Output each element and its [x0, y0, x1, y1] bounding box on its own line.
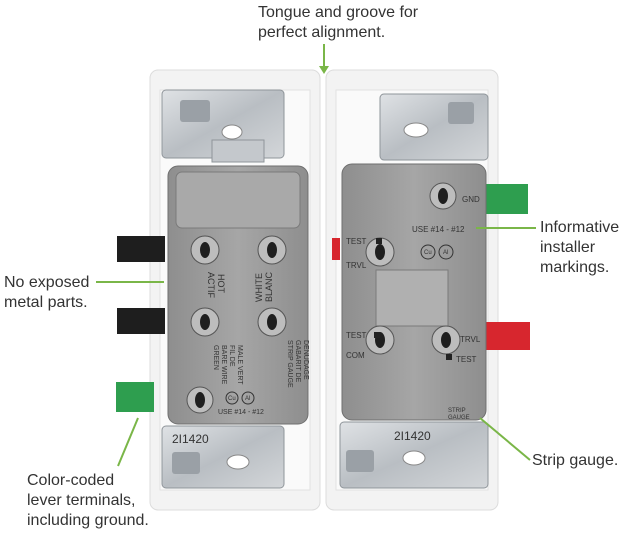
- right-use-mark: USE #14 - #12: [412, 225, 465, 234]
- right-device: GND USE #14 - #12 Cu Al TEST TRVL TEST C…: [325, 69, 530, 511]
- right-trvl-top: TRVL: [346, 261, 367, 270]
- right-gnd-label: GND: [462, 195, 480, 204]
- green-wire-label-3: FIL DE: [228, 345, 235, 367]
- left-cu-mark: Cu: [228, 396, 236, 402]
- color-coded-levers-callout: Color-coded lever terminals, including g…: [27, 471, 149, 531]
- callout-line: including ground.: [27, 512, 149, 529]
- right-test-right: TEST: [456, 355, 477, 364]
- callout-line: Tongue and groove for: [258, 4, 419, 21]
- callout-line: metal parts.: [4, 294, 88, 311]
- left-top-strap: [161, 89, 285, 163]
- color-leader: [117, 417, 139, 467]
- left-bottom-strap: 2I1420: [161, 425, 285, 489]
- right-cu-mark: Cu: [424, 250, 432, 256]
- right-al-mark: Al: [443, 250, 448, 256]
- right-bottom-strap: 2I1420: [339, 421, 489, 489]
- strip-gauge-label-2: GABARIT DE: [294, 340, 301, 383]
- strip-gauge-callout: Strip gauge.: [532, 451, 618, 471]
- black-lever-bottom: [117, 308, 165, 334]
- right-strip-label-1: STRIP: [448, 408, 466, 414]
- left-blanc-label: BLANC: [264, 271, 274, 302]
- right-com-label: COM: [346, 351, 365, 360]
- green-lever-left: [116, 382, 154, 412]
- green-wire-label-4: MALE VERT: [236, 345, 243, 385]
- left-al-mark: Al: [245, 396, 250, 402]
- red-lever-left-edge: [332, 238, 340, 260]
- right-test-top: TEST: [346, 237, 367, 246]
- callout-lines: [96, 44, 536, 467]
- installer-markings-callout: Informative installer markings.: [540, 218, 619, 278]
- right-trvl-right: TRVL: [460, 335, 481, 344]
- strip-gauge-label-3: DENUDAGE: [302, 340, 309, 380]
- callout-line: installer: [540, 239, 596, 256]
- callout-line: No exposed: [4, 274, 90, 291]
- right-strip-label-2: GAUGE: [448, 415, 470, 421]
- right-test-mid: TEST: [346, 331, 367, 340]
- right-code: 2I1420: [394, 429, 431, 443]
- left-gray-body: [167, 165, 309, 425]
- callout-line: perfect alignment.: [258, 24, 386, 41]
- green-wire-label-2: BARE WIRE: [220, 345, 227, 385]
- no-exposed-metal-callout: No exposed metal parts.: [4, 273, 89, 313]
- callout-line: Color-coded: [27, 472, 115, 489]
- left-device: HOT ACTIF WHITE BLANC GREEN BARE WIRE FI…: [116, 69, 321, 511]
- green-wire-label-1: GREEN: [212, 345, 219, 370]
- callout-line: lever terminals,: [27, 492, 136, 509]
- left-hot-label: HOT: [216, 274, 226, 294]
- tongue-groove-callout: Tongue and groove for perfect alignment.: [258, 3, 418, 43]
- strip-leader: [479, 417, 531, 461]
- left-actif-label: ACTIF: [206, 272, 216, 299]
- black-lever-top: [117, 236, 165, 262]
- red-lever-right: [478, 322, 530, 350]
- strip-gauge-label-1: STRIP GAUGE: [286, 340, 293, 388]
- left-use-mark: USE #14 - #12: [218, 409, 264, 416]
- callout-line: Informative: [540, 219, 620, 236]
- left-code: 2I1420: [172, 432, 209, 446]
- green-lever-right: [480, 184, 528, 214]
- left-white-label: WHITE: [254, 273, 264, 302]
- callout-line: Strip gauge.: [532, 452, 619, 469]
- right-top-strap: [379, 93, 489, 161]
- callout-line: markings.: [540, 259, 610, 276]
